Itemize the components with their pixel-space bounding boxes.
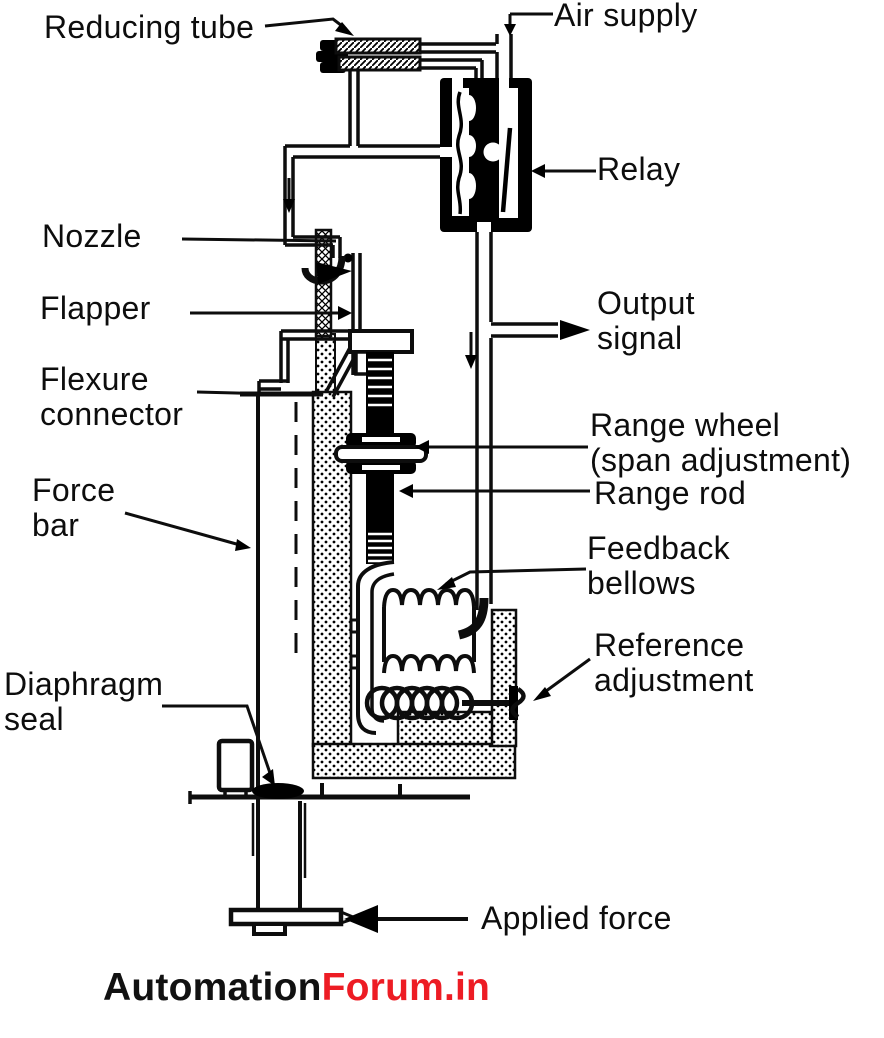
label-feedback-bellows: Feedback bellows — [587, 530, 730, 601]
spring-drawing — [364, 685, 475, 721]
leader-lines — [124, 12, 596, 786]
flexure-connector-drawing — [240, 329, 361, 398]
label-force-bar: Force bar — [32, 472, 116, 543]
label-applied-force: Applied force — [481, 900, 672, 936]
label-range-rod: Range rod — [594, 475, 747, 511]
branding-watermark: AutomationForum.in — [103, 966, 490, 1010]
bellows-hanger — [349, 560, 395, 735]
label-output-signal: Output signal — [597, 285, 695, 356]
applied-force-arrow — [344, 905, 468, 933]
feedback-bellows-drawing — [382, 587, 476, 674]
diaphragm-seal-drawing — [188, 738, 470, 936]
label-reducing-tube: Reducing tube — [44, 9, 255, 45]
label-diaphragm-seal: Diaphragm seal — [4, 666, 164, 737]
label-flexure-connector: Flexure connector — [40, 361, 184, 432]
label-range-wheel: Range wheel (span adjustment) — [590, 407, 852, 478]
branding-automation: Automation — [103, 966, 322, 1009]
label-nozzle: Nozzle — [42, 218, 142, 254]
nozzle-drawing — [301, 255, 352, 285]
force-bar-drawing — [256, 395, 298, 912]
relay-drawing — [440, 78, 532, 234]
label-relay: Relay — [597, 151, 681, 187]
range-wheel-drawing — [334, 433, 428, 474]
output-pipe — [457, 232, 590, 640]
nozzle-piping — [283, 144, 452, 258]
label-air-supply: Air supply — [554, 0, 698, 33]
label-reference-adjustment: Reference adjustment — [594, 627, 754, 698]
label-flapper: Flapper — [40, 290, 151, 326]
branding-forum-in: Forum.in — [321, 966, 491, 1009]
reference-adjustment-drawing — [364, 685, 526, 721]
reducing-tube-drawing — [316, 37, 496, 146]
